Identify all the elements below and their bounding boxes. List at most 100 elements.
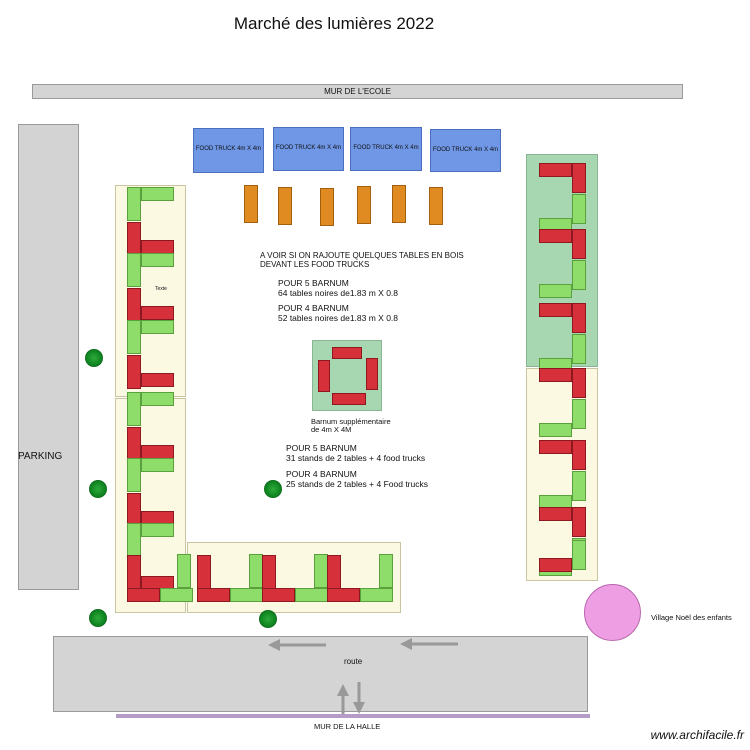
- barnum-label: Barnum supplémentaire de 4m X 4M: [311, 418, 391, 434]
- table-red[interactable]: [127, 288, 141, 322]
- table-red[interactable]: [572, 229, 586, 259]
- table-red[interactable]: [539, 558, 572, 572]
- mur-ecole: MUR DE L'ECOLE: [32, 84, 683, 99]
- table-red[interactable]: [127, 493, 141, 527]
- table-green[interactable]: [360, 588, 393, 602]
- table-green[interactable]: [539, 284, 572, 298]
- info-line: 52 tables noires de1.83 m X 0.8: [278, 313, 399, 323]
- table-red[interactable]: [127, 588, 160, 602]
- table-green[interactable]: [127, 187, 141, 221]
- barnum-label-line: Barnum supplémentaire: [311, 417, 391, 426]
- table-green[interactable]: [141, 320, 174, 334]
- table-green[interactable]: [572, 399, 586, 429]
- table-green[interactable]: [160, 588, 193, 602]
- barnum-zone-bottom: [187, 542, 401, 613]
- orange-table[interactable]: [320, 188, 334, 226]
- table-green[interactable]: [572, 194, 586, 224]
- table-red[interactable]: [366, 358, 378, 390]
- orange-table[interactable]: [244, 185, 258, 223]
- table-green[interactable]: [249, 554, 263, 588]
- table-red[interactable]: [141, 373, 174, 387]
- tree-icon: [264, 480, 282, 498]
- food-truck-1[interactable]: FOOD TRUCK 4m X 4m: [193, 128, 264, 173]
- table-red[interactable]: [141, 445, 174, 459]
- table-green[interactable]: [127, 392, 141, 426]
- table-red[interactable]: [572, 440, 586, 470]
- info-line: POUR 4 BARNUM: [278, 303, 349, 313]
- table-green[interactable]: [127, 458, 141, 492]
- table-red[interactable]: [572, 507, 586, 537]
- table-red[interactable]: [262, 588, 295, 602]
- table-green[interactable]: [539, 423, 572, 437]
- info-stands: POUR 5 BARNUM 31 stands de 2 tables + 4 …: [286, 443, 428, 489]
- arrow-down-icon: [353, 682, 365, 714]
- info-line: 64 tables noires de1.83 m X 0.8: [278, 288, 399, 298]
- table-red[interactable]: [197, 555, 211, 589]
- orange-table[interactable]: [392, 185, 406, 223]
- page-title: Marché des lumières 2022: [233, 14, 435, 33]
- table-red[interactable]: [539, 303, 572, 317]
- food-truck-3[interactable]: FOOD TRUCK 4m X 4m: [350, 127, 422, 171]
- food-truck-2[interactable]: FOOD TRUCK 4m X 4m: [273, 127, 344, 171]
- barnum-zone-left-top: [115, 185, 186, 397]
- orange-table[interactable]: [278, 187, 292, 225]
- food-truck-label: FOOD TRUCK 4m X 4m: [432, 147, 499, 153]
- parking-label: PARKING: [18, 451, 63, 462]
- table-red[interactable]: [127, 427, 141, 461]
- orange-table[interactable]: [429, 187, 443, 225]
- table-green[interactable]: [127, 320, 141, 354]
- arrow-up-icon: [337, 684, 349, 716]
- table-green[interactable]: [141, 458, 174, 472]
- table-green[interactable]: [127, 253, 141, 287]
- table-green[interactable]: [127, 523, 141, 557]
- food-truck-label: FOOD TRUCK 4m X 4m: [195, 146, 262, 152]
- mur-halle-label: MUR DE LA HALLE: [314, 722, 381, 731]
- table-green[interactable]: [141, 523, 174, 537]
- table-red[interactable]: [127, 222, 141, 256]
- table-red[interactable]: [127, 355, 141, 389]
- table-red[interactable]: [141, 306, 174, 320]
- table-red[interactable]: [262, 555, 276, 589]
- table-red[interactable]: [332, 347, 362, 359]
- table-red[interactable]: [572, 163, 586, 193]
- route-area: route: [53, 636, 588, 712]
- table-green[interactable]: [141, 253, 174, 267]
- table-red[interactable]: [197, 588, 230, 602]
- food-truck-label: FOOD TRUCK 4m X 4m: [275, 145, 342, 151]
- table-red[interactable]: [572, 368, 586, 398]
- table-red[interactable]: [539, 507, 572, 521]
- table-green[interactable]: [141, 187, 174, 201]
- table-red[interactable]: [539, 229, 572, 243]
- table-red[interactable]: [572, 303, 586, 333]
- table-red[interactable]: [332, 393, 366, 405]
- info-line: POUR 5 BARNUM: [278, 278, 349, 288]
- village-noel-area[interactable]: [584, 584, 641, 641]
- table-red[interactable]: [539, 440, 572, 454]
- table-green[interactable]: [572, 540, 586, 570]
- tree-icon: [89, 480, 107, 498]
- table-green[interactable]: [379, 554, 393, 588]
- barnum-zone-right-top: [526, 154, 598, 367]
- note-tables-bois: A VOIR SI ON RAJOUTE QUELQUES TABLES EN …: [260, 251, 464, 269]
- table-red[interactable]: [539, 368, 572, 382]
- village-label: Village Noël des enfants: [651, 613, 732, 622]
- table-green[interactable]: [572, 260, 586, 290]
- table-green[interactable]: [230, 588, 263, 602]
- table-green[interactable]: [177, 554, 191, 588]
- table-red[interactable]: [327, 555, 341, 589]
- orange-table[interactable]: [357, 186, 371, 224]
- table-red[interactable]: [127, 555, 141, 589]
- table-red[interactable]: [318, 360, 330, 392]
- table-green[interactable]: [314, 554, 328, 588]
- texte-label: Texte: [155, 286, 167, 292]
- table-green[interactable]: [572, 471, 586, 501]
- table-green[interactable]: [295, 588, 328, 602]
- table-red[interactable]: [539, 163, 572, 177]
- watermark: www.archifacile.fr: [650, 728, 744, 742]
- table-red[interactable]: [141, 240, 174, 254]
- table-red[interactable]: [327, 588, 360, 602]
- table-green[interactable]: [572, 334, 586, 364]
- table-green[interactable]: [141, 392, 174, 406]
- food-truck-4[interactable]: FOOD TRUCK 4m X 4m: [430, 129, 501, 172]
- food-truck-label: FOOD TRUCK 4m X 4m: [353, 145, 419, 151]
